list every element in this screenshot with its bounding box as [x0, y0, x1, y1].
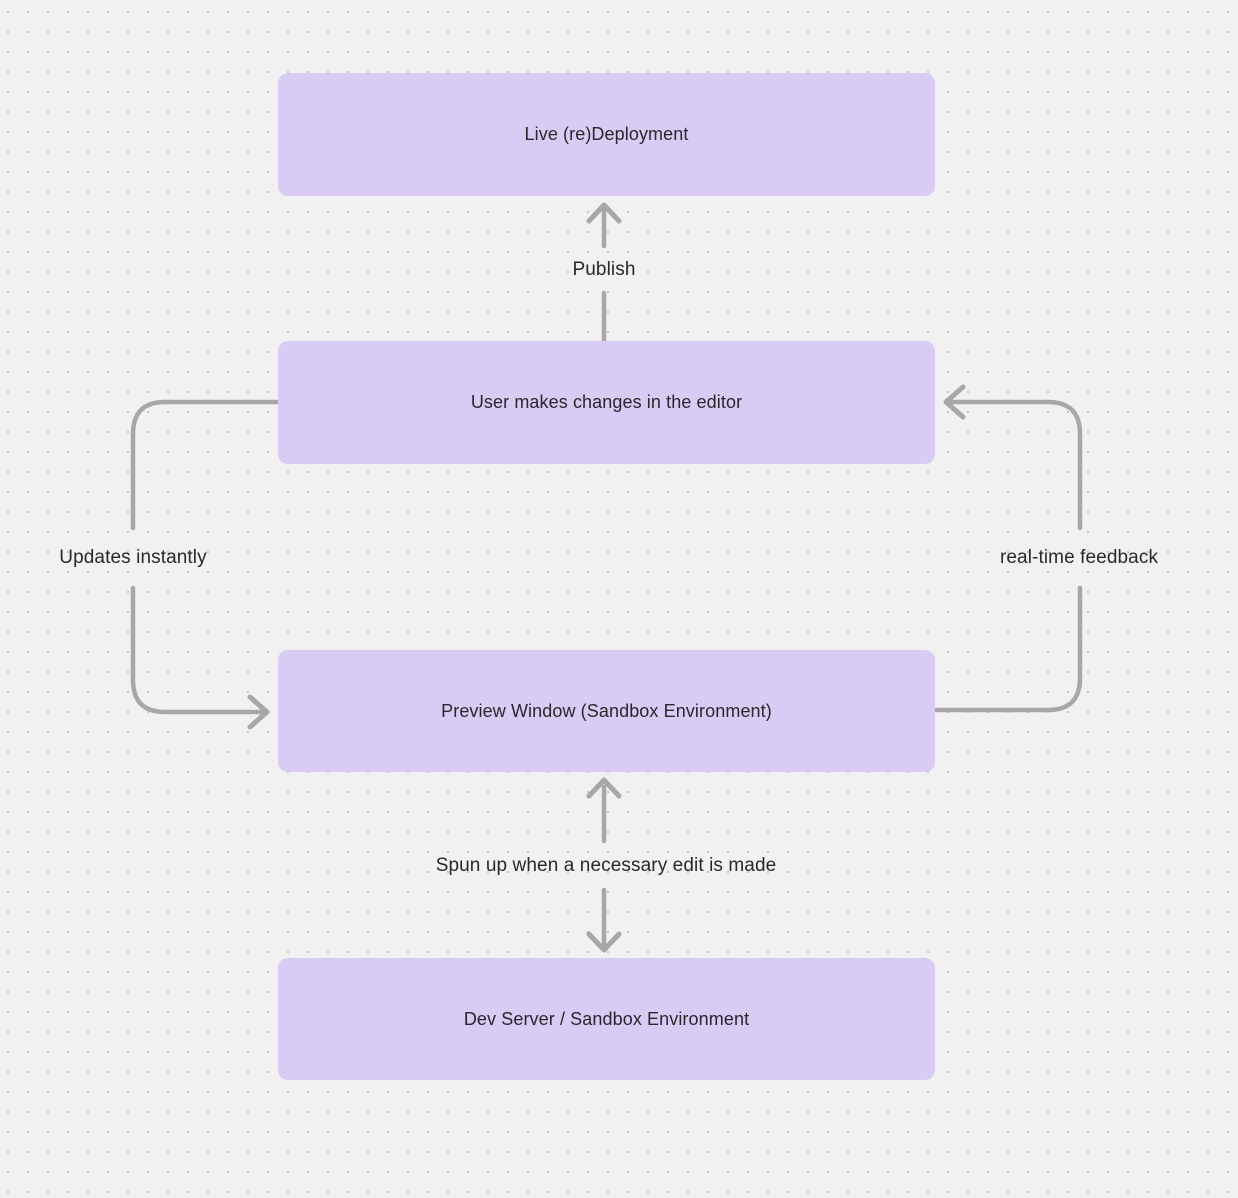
node-preview-window-label: Preview Window (Sandbox Environment)	[441, 700, 772, 721]
edge-label-updates-instantly: Updates instantly	[59, 547, 207, 568]
node-preview-window: Preview Window (Sandbox Environment)	[278, 650, 935, 772]
arrow-up-icon	[586, 202, 622, 224]
arrow-up-icon	[586, 777, 622, 799]
node-dev-server: Dev Server / Sandbox Environment	[278, 958, 935, 1080]
arrow-right-icon	[247, 694, 270, 730]
arrow-down-icon	[586, 931, 622, 953]
node-dev-server-label: Dev Server / Sandbox Environment	[463, 1008, 750, 1029]
edge-label-publish: Publish	[572, 259, 636, 280]
node-live-deployment: Live (re)Deployment	[278, 73, 935, 196]
edge-label-spun-up: Spun up when a necessary edit is made	[435, 855, 777, 876]
node-live-deployment-label: Live (re)Deployment	[524, 124, 689, 144]
arrow-left-icon	[943, 384, 966, 420]
node-user-changes-label: User makes changes in the editor	[470, 392, 743, 412]
node-user-changes: User makes changes in the editor	[278, 341, 935, 464]
edge-label-realtime-feedback: real-time feedback	[999, 547, 1159, 568]
